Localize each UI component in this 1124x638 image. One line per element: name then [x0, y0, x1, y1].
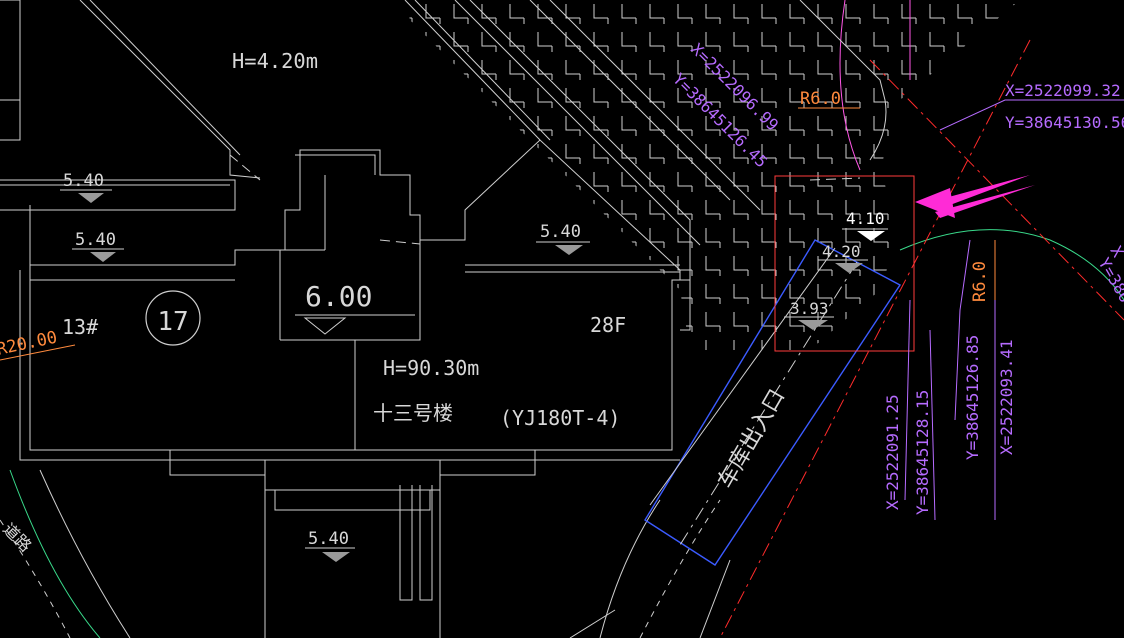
road-edges	[39, 469, 731, 638]
elevation-markers	[60, 189, 888, 562]
elevation-marker-ramp-top	[857, 231, 885, 241]
ramp-elevation-top: 4.10	[846, 209, 885, 228]
building-name: 十三号楼	[373, 401, 453, 425]
ramp-elevation-mid: 4.20	[822, 242, 861, 261]
building-outlines	[0, 0, 761, 638]
coord-b-x: X=2522099.32	[1005, 81, 1121, 100]
coord-c-y: Y=38645128.15	[913, 390, 932, 515]
unit-label: 13#	[62, 315, 98, 339]
floor-count: 28F	[590, 313, 626, 337]
elevation-marker-floor	[303, 317, 347, 335]
building-number: 17	[157, 307, 188, 337]
coord-d-x: X=2522093.41	[997, 339, 1016, 455]
annex-height-label-group: H=4.20m	[232, 49, 318, 73]
elevation-left-upper: 5.40	[63, 171, 104, 191]
elevation-left-lower: 5.40	[75, 230, 116, 250]
highlight-box[interactable]	[774, 175, 915, 352]
elevation-right: 5.40	[540, 222, 581, 242]
elevation-marker-right	[555, 245, 583, 255]
elevation-marker-left-upper	[78, 193, 104, 203]
road-dashed-edges	[0, 499, 721, 638]
radius-top: R6.0	[800, 89, 841, 109]
coord-c-x: X=2522091.25	[883, 394, 902, 510]
building-tag-circle	[145, 290, 201, 346]
coord-b-y: Y=38645130.56	[1005, 113, 1124, 132]
ramp-elevation-low: 3.93	[790, 299, 829, 318]
elevation-bottom: 5.40	[308, 529, 349, 549]
floor-elevation: 6.00	[305, 280, 372, 313]
coord-d-y: Y=38645126.85	[963, 335, 982, 460]
radius-right: R6.0	[970, 261, 990, 302]
elevation-marker-left-lower	[90, 252, 116, 262]
elevation-marker-ramp-low	[798, 320, 828, 330]
dimension-lines	[0, 107, 996, 361]
centerline	[719, 39, 1124, 638]
annex-height-label: H=4.20m	[232, 49, 318, 73]
building-height: H=90.30m	[383, 356, 479, 380]
elevation-marker-bottom	[322, 552, 350, 562]
elevation-marker-ramp-mid	[835, 263, 863, 273]
pointer-arrow	[915, 175, 1035, 218]
building-type-code: (YJ180T-4)	[500, 406, 620, 430]
garage-ramp	[644, 239, 902, 566]
dashed-lines	[229, 154, 861, 245]
